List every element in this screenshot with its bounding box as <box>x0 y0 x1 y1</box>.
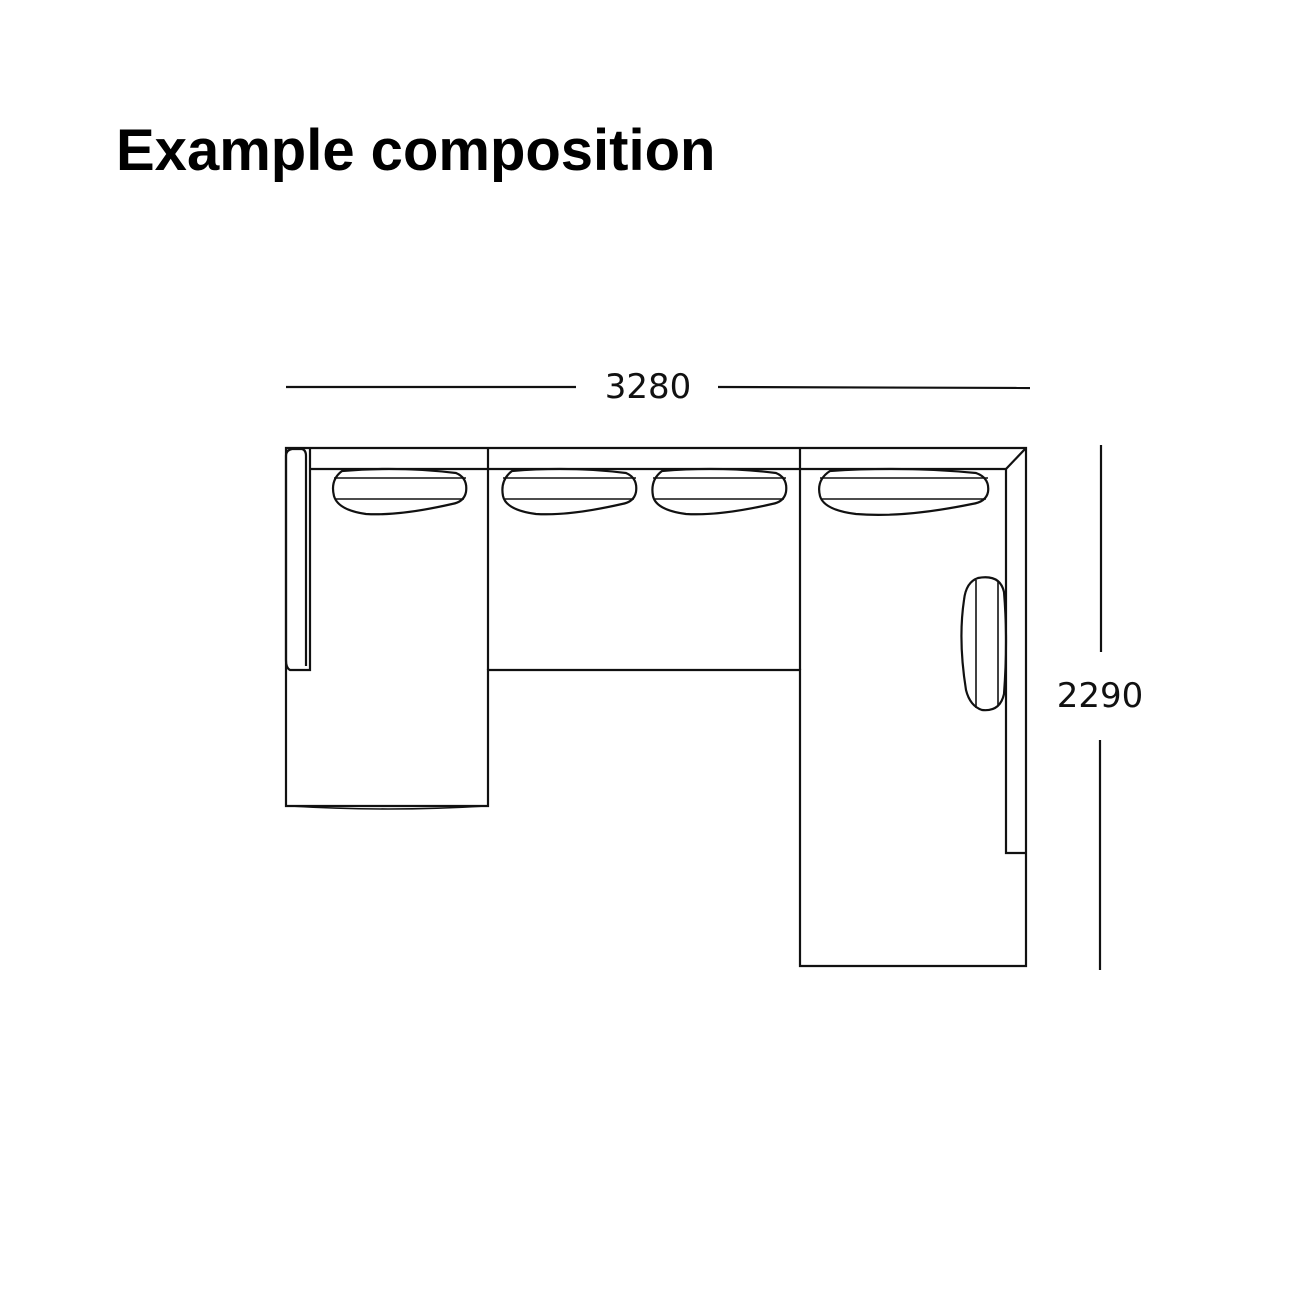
cushions <box>331 467 1008 712</box>
right-arm-inner <box>1004 469 1026 855</box>
width-dimension: 3280 <box>286 367 1031 407</box>
width-dimension-line-right <box>717 385 1031 390</box>
back-cushion-3 <box>651 467 788 516</box>
width-dimension-label: 3280 <box>605 367 692 407</box>
sofa-perimeter <box>284 446 1028 968</box>
back-cushion-3-shape <box>651 467 788 516</box>
back-cushion-1-shape <box>331 467 468 516</box>
back-cushion-2 <box>501 467 638 516</box>
back-cushion-1 <box>331 467 468 516</box>
left-arm <box>284 447 312 672</box>
corner-miter-line <box>1005 447 1027 470</box>
depth-dimension: 2290 <box>1057 445 1144 970</box>
back-cushion-4 <box>818 467 990 516</box>
chaise-bottom-edge <box>289 805 487 810</box>
depth-dimension-label: 2290 <box>1057 676 1144 716</box>
back-cushion-2-shape <box>501 467 638 516</box>
side-cushion-shape <box>960 576 1008 712</box>
back-cushion-4-shape <box>818 467 990 516</box>
side-cushion <box>960 576 1008 712</box>
page-title: Example composition <box>116 118 716 183</box>
sofa-outline <box>284 446 1028 968</box>
